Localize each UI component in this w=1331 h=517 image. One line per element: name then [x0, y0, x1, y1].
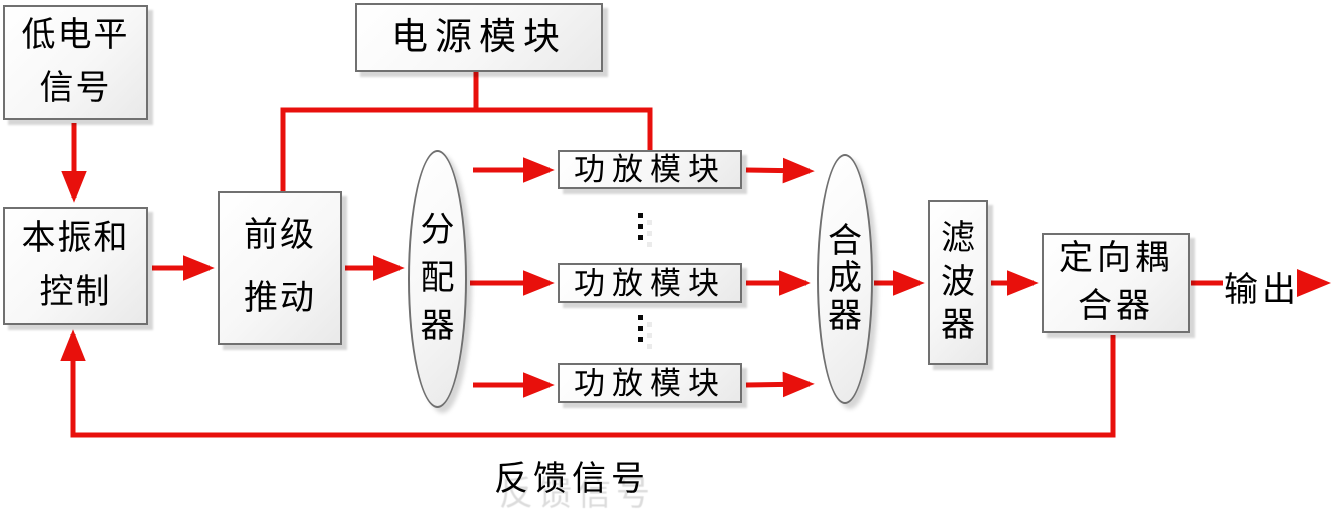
node-combiner-label: 合 成 器	[828, 222, 862, 335]
feedback-label: 反馈信号	[494, 461, 650, 498]
node-combiner: 合 成 器	[817, 154, 873, 404]
node-pre-driver-label: 前级 推动	[244, 217, 316, 317]
vertical-ellipsis-icon	[638, 315, 643, 342]
node-amp-module-2-label: 功放模块	[574, 265, 726, 301]
feedback-line	[60, 329, 1116, 438]
dot	[638, 326, 643, 331]
node-amp-module-3: 功放模块	[558, 363, 742, 403]
node-directional-coupler-label: 定向耦 合器	[1059, 239, 1173, 325]
node-lo-control: 本振和 控制	[3, 207, 148, 325]
dot	[638, 235, 643, 240]
node-low-level-signal-label: 低电平 信号	[21, 16, 130, 107]
node-amp-module-1-label: 功放模块	[574, 152, 726, 187]
dot	[638, 224, 643, 229]
output-label: 输出	[1224, 272, 1300, 309]
output-arrowhead	[1297, 269, 1331, 297]
node-power-module: 电源模块	[355, 3, 603, 72]
vertical-ellipsis-icon	[638, 213, 643, 240]
node-filter-label: 滤 波 器	[941, 220, 975, 345]
arrow-amp1-to-combiner	[745, 157, 815, 184]
node-lo-control-label: 本振和 控制	[21, 219, 130, 311]
node-low-level-signal: 低电平 信号	[3, 5, 148, 120]
node-filter: 滤 波 器	[928, 200, 988, 365]
node-pre-driver: 前级 推动	[218, 191, 342, 345]
dot	[638, 315, 643, 320]
node-power-module-label: 电源模块	[391, 16, 567, 58]
node-amp-module-1: 功放模块	[558, 150, 742, 189]
node-amp-module-3-label: 功放模块	[574, 365, 726, 401]
arrow-amp3-to-combiner	[745, 371, 815, 398]
node-directional-coupler: 定向耦 合器	[1042, 233, 1190, 333]
power-rail-line	[280, 72, 653, 191]
dot	[638, 213, 643, 218]
dot	[638, 337, 643, 342]
node-amp-module-2: 功放模块	[558, 263, 742, 303]
node-splitter: 分 配 器	[408, 150, 467, 408]
node-splitter-label: 分 配 器	[420, 211, 455, 346]
